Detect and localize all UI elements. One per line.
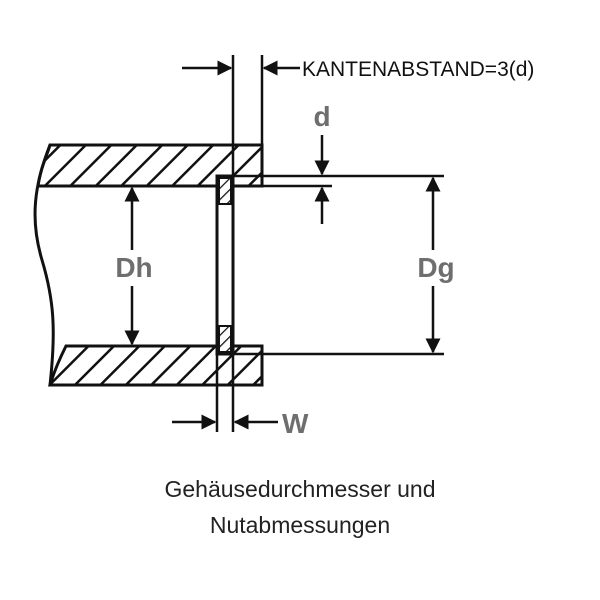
housing-lower-wall xyxy=(47,344,264,387)
dh-label: Dh xyxy=(115,252,152,283)
groove xyxy=(215,174,235,356)
ring-top-section xyxy=(218,177,232,205)
ring-bottom-section xyxy=(218,325,232,353)
w-label: W xyxy=(282,408,309,439)
d-label: d xyxy=(313,101,330,132)
caption-line-2: Nutabmessungen xyxy=(209,512,391,538)
edge-distance-label: KANTENABSTAND=3(d) xyxy=(302,58,534,81)
break-line xyxy=(33,144,55,386)
dg-label: Dg xyxy=(417,252,454,283)
caption-line-1: Gehäusedurchmesser und xyxy=(164,476,436,502)
